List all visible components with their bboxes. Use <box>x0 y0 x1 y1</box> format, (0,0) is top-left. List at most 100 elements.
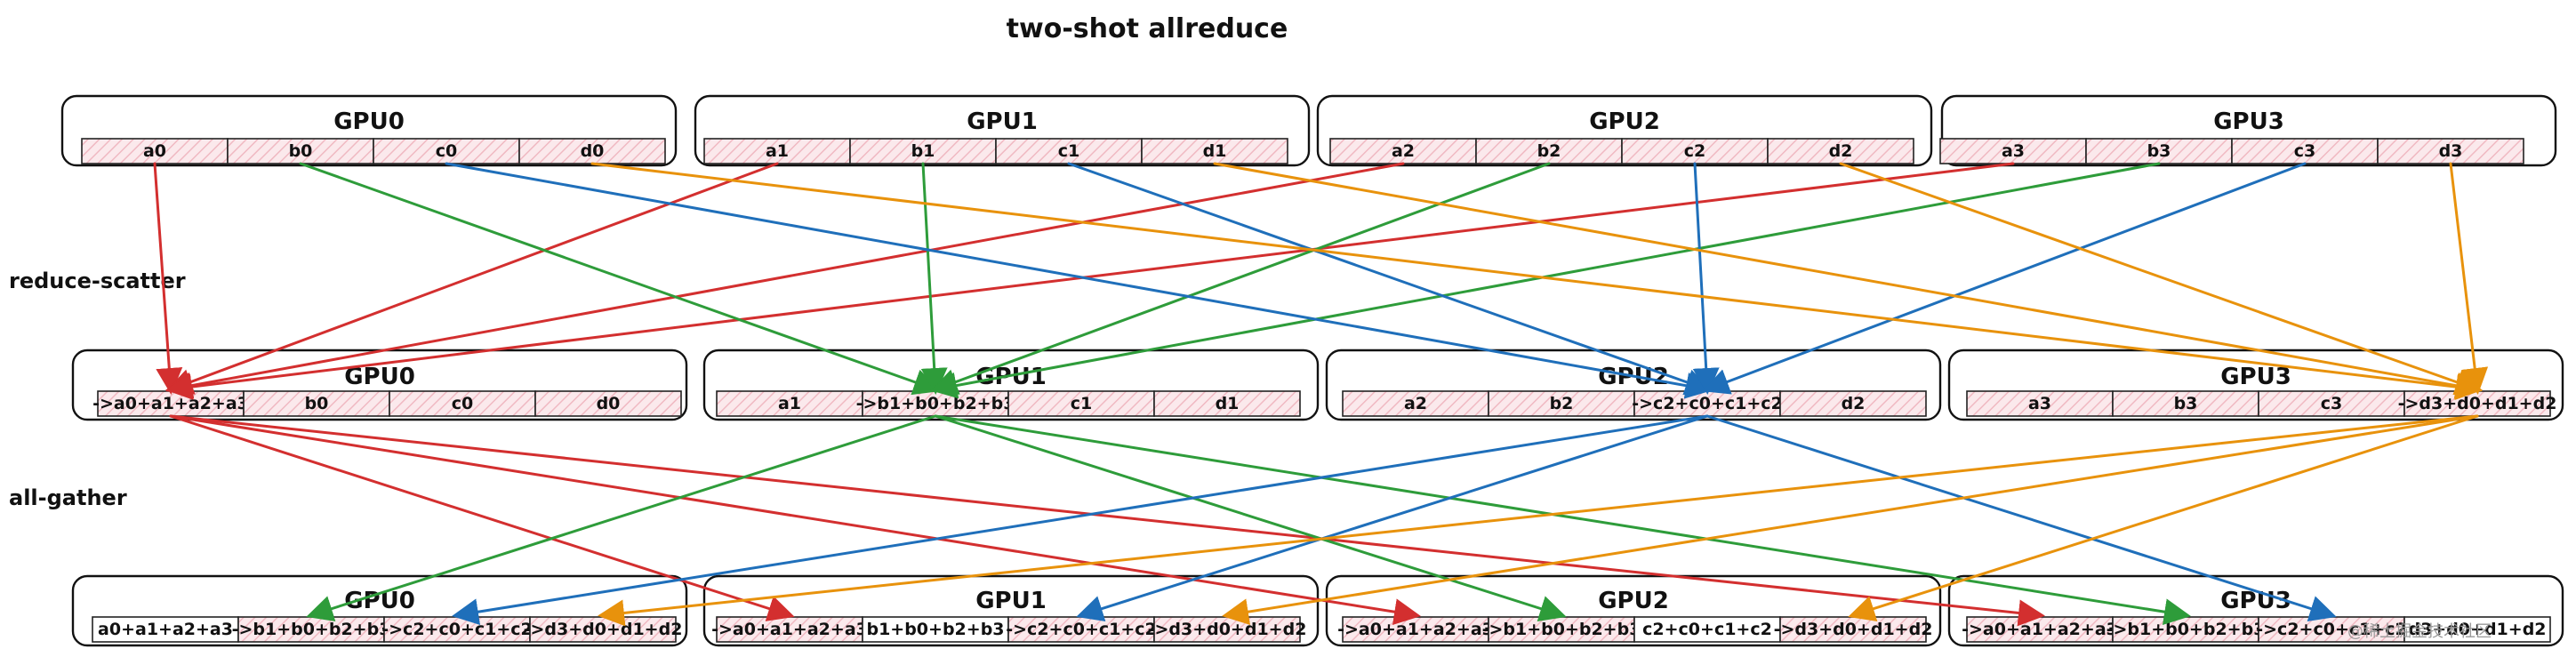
buffer-cell-label: c3 <box>2294 141 2315 161</box>
gpu-name: GPU1 <box>967 108 1038 135</box>
watermark: @稀土掘金技术社区 <box>2347 622 2492 641</box>
buffer-cell <box>995 138 1143 164</box>
transfer-arrow-c <box>1692 162 1720 395</box>
gpu-frame <box>1316 94 1933 167</box>
buffer-cell <box>1475 138 1623 164</box>
buffer-cell-label: a2 <box>1392 141 1415 161</box>
gpu-frame <box>702 349 1320 421</box>
buffer-cell-label: d1 <box>1203 141 1227 161</box>
buffer-cell-label: ->a0+a1+a2+a3 <box>711 620 868 639</box>
buffer-cell-label: a3 <box>2002 141 2025 161</box>
transfer-arrow-b <box>934 414 2191 626</box>
buffer-cell-label: a3 <box>2028 394 2051 413</box>
buffer-cell-label: c0 <box>452 394 473 413</box>
gpu-frame <box>1940 94 2557 167</box>
buffer-cell-label: ->c2+c0+c1+c2 <box>2256 620 2407 639</box>
transfer-arrow-b <box>934 414 1567 622</box>
transfer-arrow-b <box>920 162 948 395</box>
buffer-cell-label: ->a0+a1+a2+a3 <box>1337 620 1494 639</box>
buffer-cell-label: b3 <box>2174 394 2198 413</box>
buffer-cell <box>534 390 682 417</box>
transfer-arrow-b <box>306 414 937 621</box>
gpu-frame <box>1325 574 1942 647</box>
buffer-cell-label: a2 <box>1404 394 1427 413</box>
buffer-cell-label: b1+b0+b2+b3 <box>866 620 1004 639</box>
buffer-cell-label: c3 <box>2321 394 2342 413</box>
buffer-cell-label: d0 <box>597 394 621 413</box>
buffer-cell-label: ->c2+c0+c1+c2 <box>1632 394 1783 413</box>
buffer-cell <box>1141 138 1288 164</box>
transfer-arrow-a <box>165 162 779 395</box>
buffer-cell-label: d3+d0+d1+d2 <box>2408 620 2546 639</box>
buffer-cell <box>389 390 536 417</box>
buffer-cell-label: d1 <box>1216 394 1240 413</box>
gpu-frame <box>1325 349 1942 421</box>
transfer-arrow-a <box>169 414 795 621</box>
transfer-arrow-a <box>153 162 183 395</box>
buffer-cell-label: ->b1+b0+b2+b3 <box>232 620 391 639</box>
gpu-frame <box>1947 574 2564 647</box>
buffer-cell-label: a0+a1+a2+a3 <box>98 620 233 639</box>
buffer-cell-label: ->b1+b0+b2+b3 <box>2107 620 2266 639</box>
gpu-block-r2-0: GPU0a0+a1+a2+a3->b1+b0+b2+b3->c2+c0+c1+c… <box>71 574 688 647</box>
stage-label-all-gather: all-gather <box>9 485 127 510</box>
gpu-name: GPU3 <box>2220 364 2291 390</box>
buffer-cell <box>1633 616 1781 643</box>
buffer-cell-label: ->c2+c0+c1+c2 <box>381 620 533 639</box>
transfer-arrow-b <box>930 162 2161 399</box>
buffer-cell-label: b0 <box>289 141 313 161</box>
gpu-frame <box>694 94 1311 167</box>
buffer-cell-label: a0 <box>143 141 166 161</box>
buffer-cell <box>2403 616 2551 643</box>
buffer-cell-label: b1 <box>911 141 935 161</box>
buffer-cell-label: c1 <box>1071 394 1092 413</box>
buffer-cell-label: d0 <box>581 141 605 161</box>
transfer-arrow-a <box>165 162 2015 400</box>
buffer-cell <box>1488 390 1635 417</box>
transfer-arrow-c <box>1067 162 1713 396</box>
buffer-cell-label: c2+c0+c1+c2 <box>1642 620 1772 639</box>
transfer-arrow-d <box>1213 162 2483 399</box>
diagram-title: two-shot allreduce <box>1007 13 1288 44</box>
buffer-cell-label: ->b1+b0+b2+b3 <box>856 394 1015 413</box>
transfer-arrow-a <box>169 414 2045 627</box>
buffer-cell-label: a1 <box>766 141 789 161</box>
transfer-arrow-b <box>299 162 941 396</box>
gpu-block-r2-1: GPU1->a0+a1+a2+a3b1+b0+b2+b3->c2+c0+c1+c… <box>702 574 1320 647</box>
buffer-cell-label: ->d3+d0+d1+d2 <box>1148 620 1307 639</box>
buffer-cell <box>2085 138 2233 164</box>
buffer-cell-label: b2 <box>1550 394 1574 413</box>
buffer-cell <box>243 390 390 417</box>
gpu-frame <box>71 574 688 647</box>
buffer-cell <box>1779 390 1927 417</box>
buffer-cell <box>1767 138 1914 164</box>
buffer-cell-label: c2 <box>1684 141 1705 161</box>
buffer-cell <box>2112 390 2259 417</box>
transfer-arrow-d <box>1222 414 2479 626</box>
transfer-arrow-c <box>1076 414 1709 622</box>
arrow-layer <box>153 162 2489 627</box>
transfer-arrow-c <box>1702 162 2307 395</box>
buffer-cell <box>716 390 863 417</box>
gpu-name: GPU2 <box>1598 588 1669 614</box>
buffer-cell-label: ->d3+d0+d1+d2 <box>524 620 683 639</box>
transfer-arrow-d <box>590 162 2483 401</box>
gpu-name: GPU3 <box>2213 108 2284 135</box>
gpu-frame <box>60 94 678 167</box>
buffer-cell-label: d3 <box>2439 141 2463 161</box>
transfer-arrow-c <box>1705 414 2337 621</box>
transfer-arrow-d <box>1839 162 2483 396</box>
gpu-name: GPU2 <box>1589 108 1660 135</box>
buffer-cell-label: ->a0+a1+a2+a3 <box>92 394 249 413</box>
